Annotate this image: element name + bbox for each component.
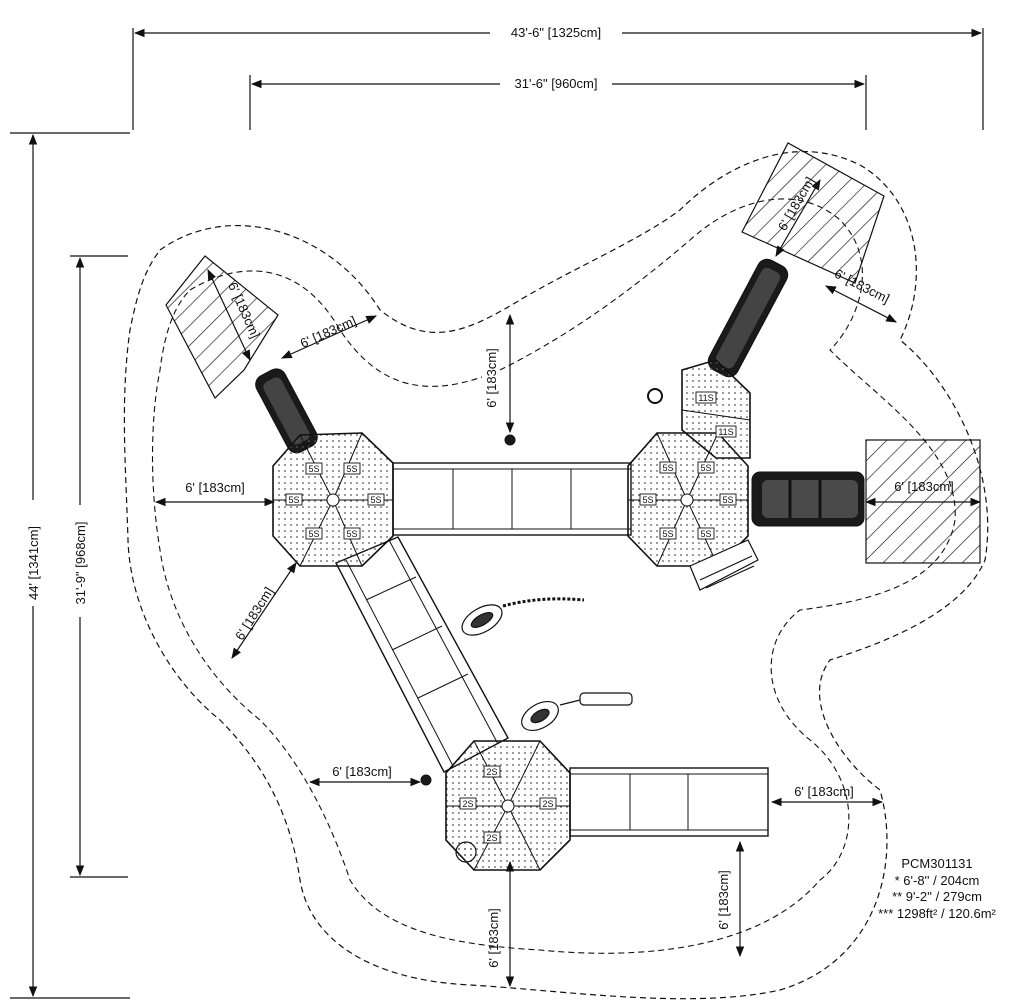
svg-text:2S: 2S: [486, 767, 497, 777]
clearance-label-top: 6' [183cm]: [484, 348, 499, 408]
deck-left-hex: [272, 432, 394, 567]
note-deck-height-1: * 6'-8'' / 204cm: [894, 872, 980, 888]
inner-width-label: 31'-6" [960cm]: [515, 76, 598, 91]
walkways: [335, 462, 769, 837]
clearance-label-left: 6' [183cm]: [185, 480, 245, 495]
svg-text:5S: 5S: [700, 529, 711, 539]
clearance-label-bottom-right: 6' [183cm]: [716, 870, 731, 930]
overall-depth-label: 44' [1341cm]: [26, 526, 41, 600]
overall-width-label: 43'-6" [1325cm]: [511, 25, 601, 40]
svg-text:5S: 5S: [642, 495, 653, 505]
svg-text:5S: 5S: [662, 463, 673, 473]
svg-text:2S: 2S: [462, 799, 473, 809]
svg-text:5S: 5S: [288, 495, 299, 505]
svg-text:5S: 5S: [308, 464, 319, 474]
svg-text:5S: 5S: [308, 529, 319, 539]
model-number: PCM301131: [901, 856, 973, 871]
clearance-label-bottom-left: 6' [183cm]: [332, 764, 392, 779]
note-deck-height-2: ** 9'-2'' / 279cm: [892, 889, 982, 904]
svg-text:2S: 2S: [542, 799, 553, 809]
bottom-bridge: [569, 767, 769, 837]
post-cap-icon: [504, 434, 516, 446]
svg-text:5S: 5S: [370, 495, 381, 505]
svg-text:5S: 5S: [722, 495, 733, 505]
post-cap-icon: [420, 774, 432, 786]
ring-climber-icon: [647, 388, 663, 404]
clearance-label-bottom: 6' [183cm]: [486, 908, 501, 968]
svg-text:2S: 2S: [486, 833, 497, 843]
svg-text:5S: 5S: [346, 529, 357, 539]
note-use-zone-area: *** 1298ft² / 120.6m²: [878, 905, 996, 921]
use-zone-inner-boundary: [151, 198, 956, 954]
diagonal-bridge: [335, 536, 509, 773]
svg-text:5S: 5S: [700, 463, 711, 473]
slides: [255, 258, 865, 527]
slide-right: [751, 471, 865, 527]
steering-wheel-icon: [455, 841, 477, 863]
svg-text:11S: 11S: [718, 427, 733, 437]
svg-text:5S: 5S: [346, 464, 357, 474]
svg-text:5S: 5S: [662, 529, 673, 539]
deck-labels: 5S 5S 5S 5S 5S 5S 5S 5S 5S 5S 5S 5S 11S …: [285, 391, 737, 844]
clearance-label-left-slide: 6' [183cm]: [298, 313, 359, 351]
clearance-label-left-diagonal: 6' [183cm]: [232, 584, 276, 642]
svg-text:11S: 11S: [698, 393, 713, 403]
clearance-label-right: 6' [183cm]: [894, 479, 954, 494]
swing-seat: [521, 692, 633, 732]
deck-right-hex: [627, 432, 749, 567]
ladder: [689, 539, 759, 591]
spec-notes: PCM301131 * 6'-8'' / 204cm ** 9'-2'' / 2…: [862, 856, 1012, 922]
accessories: [420, 388, 759, 863]
clearance-arrows: [154, 179, 982, 988]
chain-bridge: [461, 597, 585, 636]
clearance-label-right-lower: 6' [183cm]: [794, 784, 854, 799]
inner-depth-label: 31'-9" [968cm]: [73, 522, 88, 605]
